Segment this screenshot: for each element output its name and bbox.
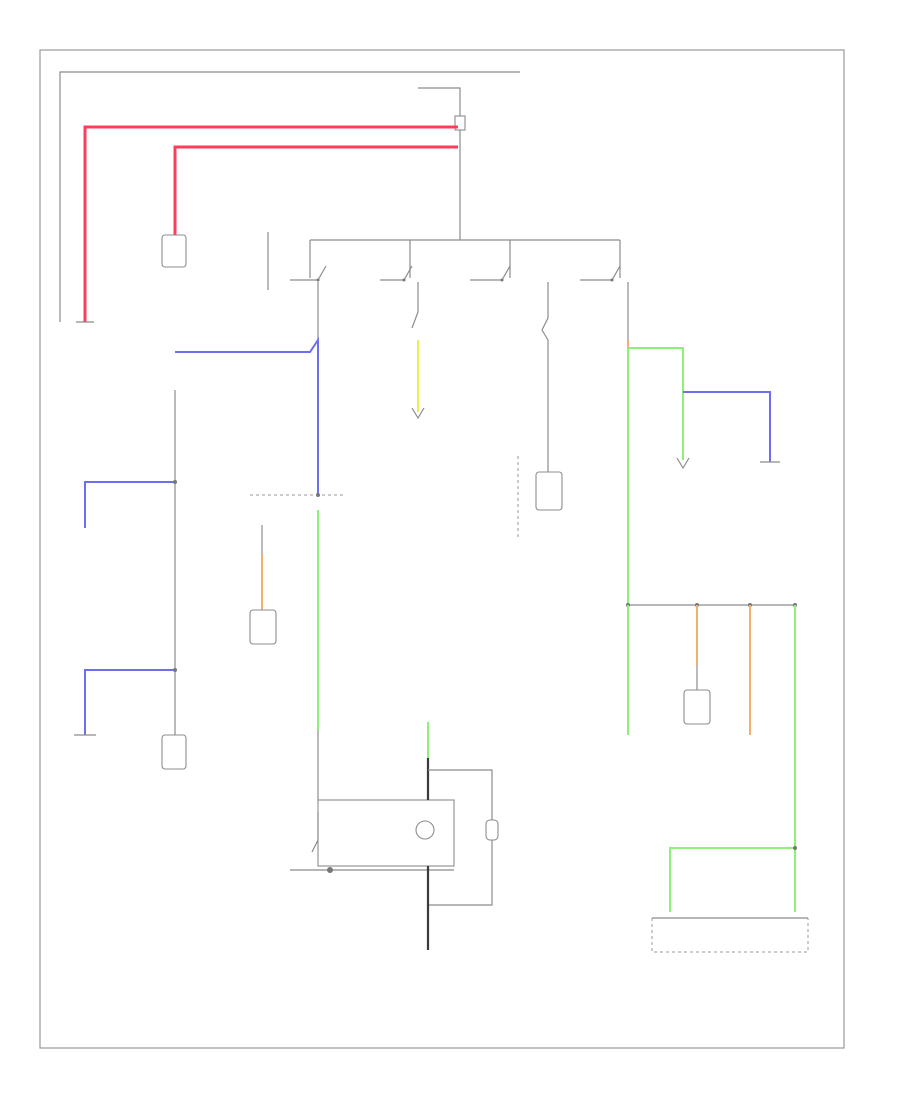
right-green-dot	[793, 846, 797, 850]
center-right-component	[535, 471, 563, 511]
left-blue-upper	[84, 481, 175, 528]
fuse-box-top-wire	[418, 87, 461, 240]
right-green-loop	[669, 847, 795, 912]
fan-left-dot	[327, 867, 333, 873]
right-green-branch	[628, 347, 684, 460]
left-junction-lower	[173, 668, 177, 672]
relay-component	[249, 609, 277, 645]
fan-motor-symbol	[415, 820, 435, 840]
fan-side-component	[485, 819, 499, 841]
blue-junction	[316, 493, 320, 497]
yellow-arrow	[411, 407, 425, 420]
right-component-1	[683, 689, 711, 725]
left-blue-lower	[84, 669, 175, 735]
fan-switch-contact	[311, 812, 319, 853]
control-unit-box	[651, 918, 809, 953]
left-junction-upper	[173, 480, 177, 484]
ignition-switch-contacts	[290, 265, 621, 282]
diagram-frame	[39, 49, 845, 1049]
red-wire-inner	[173, 145, 458, 235]
red-wire-outer	[83, 125, 458, 322]
upper-left-component	[161, 234, 187, 268]
lower-left-component	[161, 734, 187, 770]
third-branch-wire	[541, 282, 549, 472]
yellow-branch-top	[411, 282, 419, 329]
fuse-box-terminal	[454, 115, 466, 131]
right-green-arrow	[676, 457, 690, 470]
right-blue-wire	[683, 391, 771, 462]
blue-wire-upper	[175, 336, 319, 495]
top-gray-wire	[59, 71, 520, 322]
